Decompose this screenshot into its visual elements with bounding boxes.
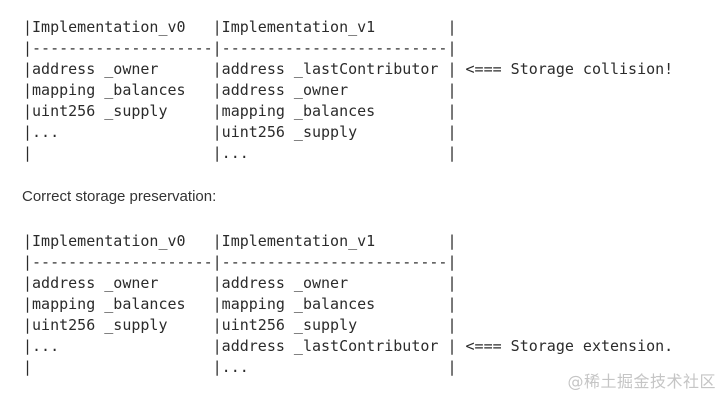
- storage-collision-ascii-diagram: |Implementation_v0 |Implementation_v1 | |…: [23, 17, 673, 164]
- ascii-line-header: |Implementation_v0 |Implementation_v1 |: [23, 232, 457, 250]
- ascii-line-header: |Implementation_v0 |Implementation_v1 |: [23, 18, 457, 36]
- ascii-line-row: | |... |: [23, 358, 457, 376]
- ascii-line-row: |mapping _balances |address _owner |: [23, 81, 457, 99]
- ascii-line-separator: |--------------------|------------------…: [23, 253, 457, 271]
- ascii-line-row: | |... |: [23, 144, 457, 162]
- storage-preservation-ascii-diagram: |Implementation_v0 |Implementation_v1 | |…: [23, 231, 673, 378]
- caption-correct-storage-preservation: Correct storage preservation:: [22, 188, 217, 205]
- juejin-watermark: @稀土掘金技术社区: [567, 372, 716, 391]
- ascii-line-row: |address _owner |address _owner |: [23, 274, 457, 292]
- ascii-line-row: |uint256 _supply |mapping _balances |: [23, 102, 457, 120]
- ascii-line-row: |uint256 _supply |uint256 _supply |: [23, 316, 457, 334]
- ascii-line-row: |mapping _balances |mapping _balances |: [23, 295, 457, 313]
- ascii-line-collision-annotated: |address _owner |address _lastContributo…: [23, 60, 674, 78]
- ascii-line-extension-annotated: |... |address _lastContributor | <=== St…: [23, 337, 674, 355]
- ascii-line-separator: |--------------------|------------------…: [23, 39, 457, 57]
- ascii-line-row: |... |uint256 _supply |: [23, 123, 457, 141]
